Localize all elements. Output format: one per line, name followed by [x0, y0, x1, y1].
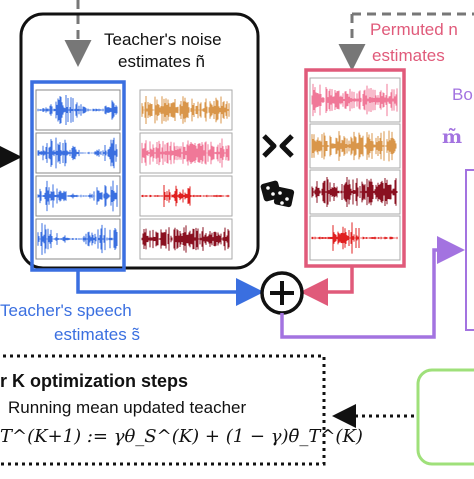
teacher-speech-title-1: Teacher's speech — [0, 301, 132, 320]
red-wave — [309, 215, 401, 261]
permuted-title-1: Permuted n — [370, 20, 458, 39]
darkred-wave — [309, 169, 401, 215]
permuted-column-frame — [304, 68, 406, 268]
speech-wave — [35, 132, 121, 174]
darkred-wave — [139, 218, 233, 260]
student-input-bracket — [465, 169, 474, 331]
partial-label-m: m̃ — [442, 126, 463, 148]
running-mean-label: Running mean updated teacher — [8, 398, 247, 417]
teacher-noise-title-1: Teacher's noise — [104, 30, 222, 49]
dashed-feedback-lines — [64, 0, 474, 71]
red-wave — [139, 175, 233, 217]
student-box — [416, 368, 474, 466]
waveform-grid — [35, 77, 401, 261]
orange-wave — [309, 123, 401, 169]
noise-to-sum-arrow — [300, 266, 354, 306]
teacher-noise-title-2: estimates ñ — [118, 52, 205, 71]
update-formula: T^(K+1) := γθ_S^(K) + (1 − γ)θ̄_T^(K) — [0, 426, 363, 447]
optimization-box — [0, 354, 326, 466]
swap-icon — [262, 134, 294, 158]
speech-wave — [35, 175, 121, 217]
partial-label-bo: Bo — [452, 85, 473, 104]
dice-icon — [260, 180, 295, 208]
optimization-title: r K optimization steps — [0, 371, 189, 391]
pink-wave — [309, 77, 401, 123]
permuted-title-2: estimates — [372, 46, 445, 65]
pink-wave — [139, 132, 233, 174]
mixture-arrow — [280, 236, 465, 339]
speech-to-sum-arrow — [76, 270, 264, 306]
orange-wave — [139, 89, 233, 131]
teacher-speech-title-2: estimates s̃ — [54, 325, 140, 344]
teacher-box — [19, 12, 260, 270]
speech-wave — [35, 218, 121, 260]
speech-wave — [35, 89, 121, 131]
